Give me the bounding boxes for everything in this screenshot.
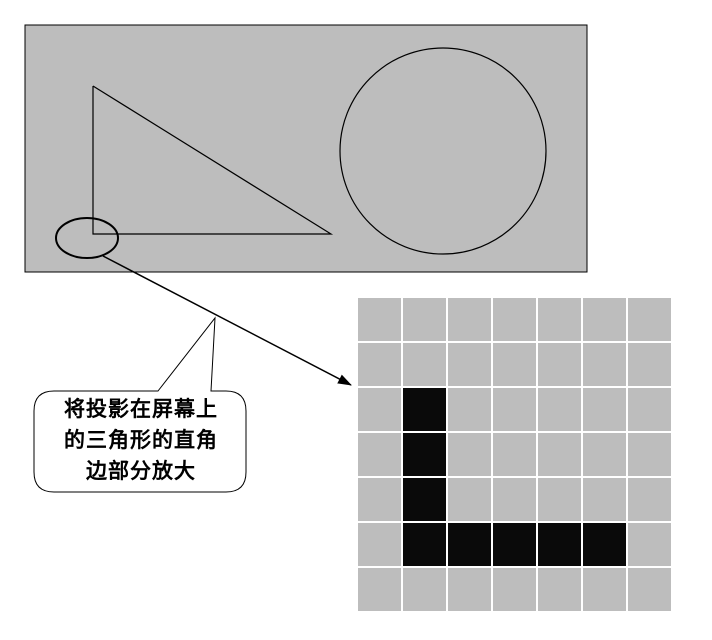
pixel-cell-on [403,478,446,521]
pixel-cell-off [448,478,491,521]
pixel-cell-off [448,298,491,341]
pixel-cell-off [493,568,536,611]
pixel-cell-off [583,433,626,476]
pixel-cell-off [358,523,401,566]
pixel-cell-off [358,433,401,476]
callout-line-1: 将投影在屏幕上 [64,397,218,421]
circle-shape [339,47,547,255]
pixel-cell-on [493,523,536,566]
pixel-cell-off [448,433,491,476]
pixel-cell-off [403,568,446,611]
pixel-cell-off [628,523,671,566]
pixel-cell-off [493,433,536,476]
pixel-cell-on [403,523,446,566]
pixel-cell-off [358,568,401,611]
pixel-cell-off [358,388,401,431]
pixel-cell-off [403,298,446,341]
pixel-cell-off [358,343,401,386]
pixel-cell-off [628,568,671,611]
pixel-cell-off [628,343,671,386]
right-triangle [92,85,334,235]
pixel-cell-off [628,298,671,341]
pixel-cell-off [583,298,626,341]
pixel-cell-on [403,433,446,476]
pixel-cell-off [583,343,626,386]
pixel-cell-on [583,523,626,566]
pixel-cell-off [628,433,671,476]
pixel-cell-off [448,343,491,386]
pixel-cell-off [493,298,536,341]
callout-bubble [33,316,247,493]
pixel-cell-off [493,343,536,386]
pixel-cell-off [538,433,581,476]
pixel-cell-off [358,478,401,521]
pixel-cell-off [538,568,581,611]
pixel-cell-off [628,388,671,431]
callout-text: 将投影在屏幕上 的三角形的直角 边部分放大 [30,394,252,487]
pixel-cell-off [583,478,626,521]
pixel-cell-off [538,478,581,521]
pixel-cell-on [403,388,446,431]
pixel-cell-off [403,343,446,386]
pixel-cell-off [448,568,491,611]
pixel-cell-off [538,343,581,386]
pixel-cell-off [538,298,581,341]
screen-panel [24,24,588,273]
pixel-cell-off [493,478,536,521]
callout-line-3: 边部分放大 [86,459,196,483]
pixel-cell-off [538,388,581,431]
callout-line-2: 的三角形的直角 [64,428,218,452]
pixel-cell-off [493,388,536,431]
pixel-cell-off [583,388,626,431]
magnify-arrow [102,255,352,386]
pixel-grid [357,297,672,612]
pixel-cell-off [628,478,671,521]
pixel-cell-on [538,523,581,566]
pixel-cell-off [448,388,491,431]
pixel-cell-off [583,568,626,611]
pixel-cell-off [358,298,401,341]
pixel-cell-on [448,523,491,566]
corner-highlight-ellipse [55,217,119,259]
